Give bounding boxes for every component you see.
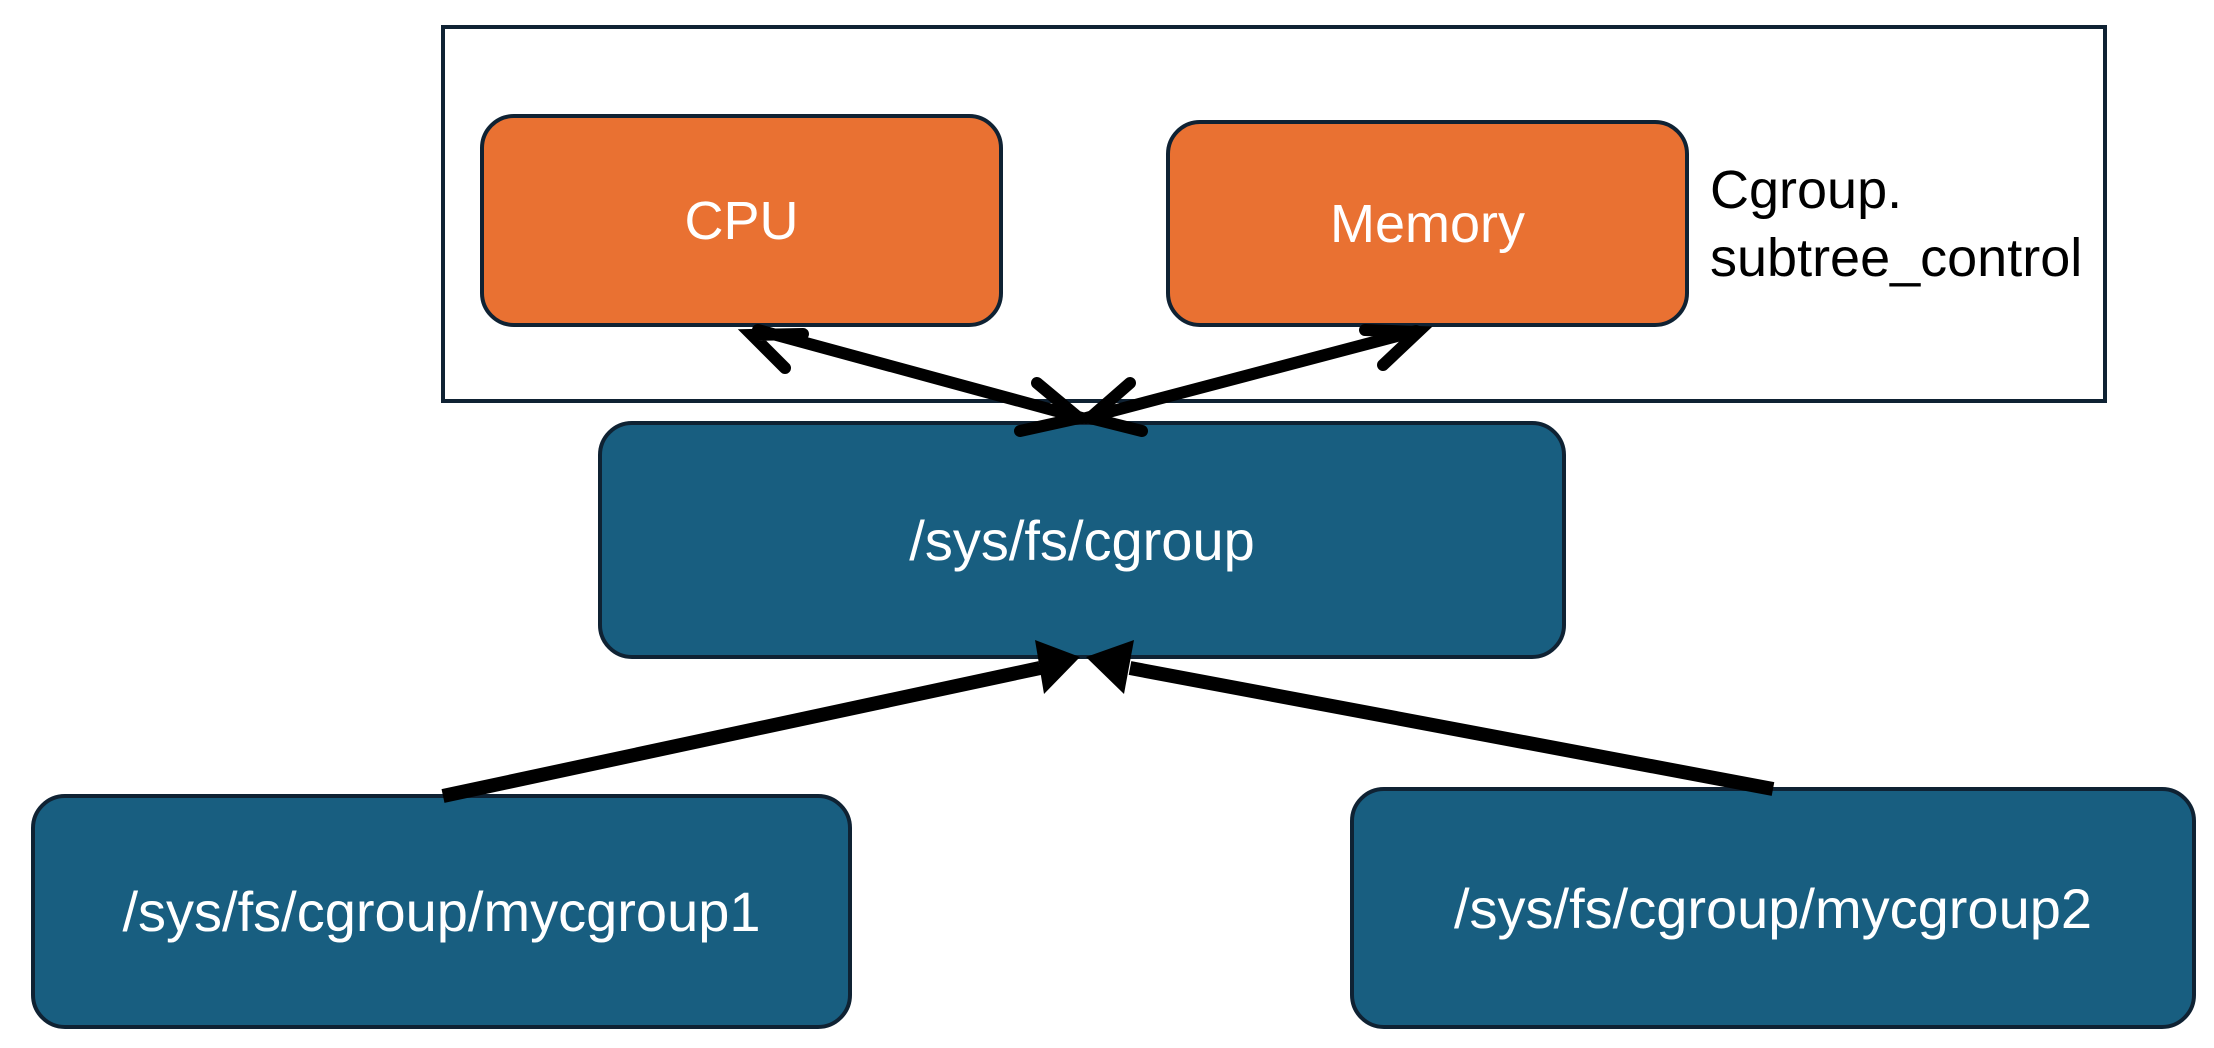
child-cgroup-label-1: /sys/fs/cgroup/mycgroup1 [122,880,761,943]
child1-to-root-arrow [441,640,1080,803]
subtree-control-label-line2: subtree_control [1710,228,2083,288]
child-cgroup-label-2: /sys/fs/cgroup/mycgroup2 [1453,876,2093,940]
subtree-control-label-line1: Cgroup. [1710,160,1903,220]
child-cgroup-box-2: /sys/fs/cgroup/mycgroup2 [1350,787,2196,1029]
cpu-controller-box: CPU [480,114,1003,327]
root-cgroup-label: /sys/fs/cgroup [909,508,1255,572]
child2-to-root-arrow [1086,640,1775,796]
memory-controller-label: Memory [1329,193,1525,254]
cpu-controller-label: CPU [684,190,799,251]
child-cgroup-box-1: /sys/fs/cgroup/mycgroup1 [31,794,852,1029]
memory-controller-box: Memory [1166,120,1689,327]
root-cgroup-box: /sys/fs/cgroup [598,421,1566,659]
subtree-control-label: Cgroup. subtree_control [1710,156,2082,292]
